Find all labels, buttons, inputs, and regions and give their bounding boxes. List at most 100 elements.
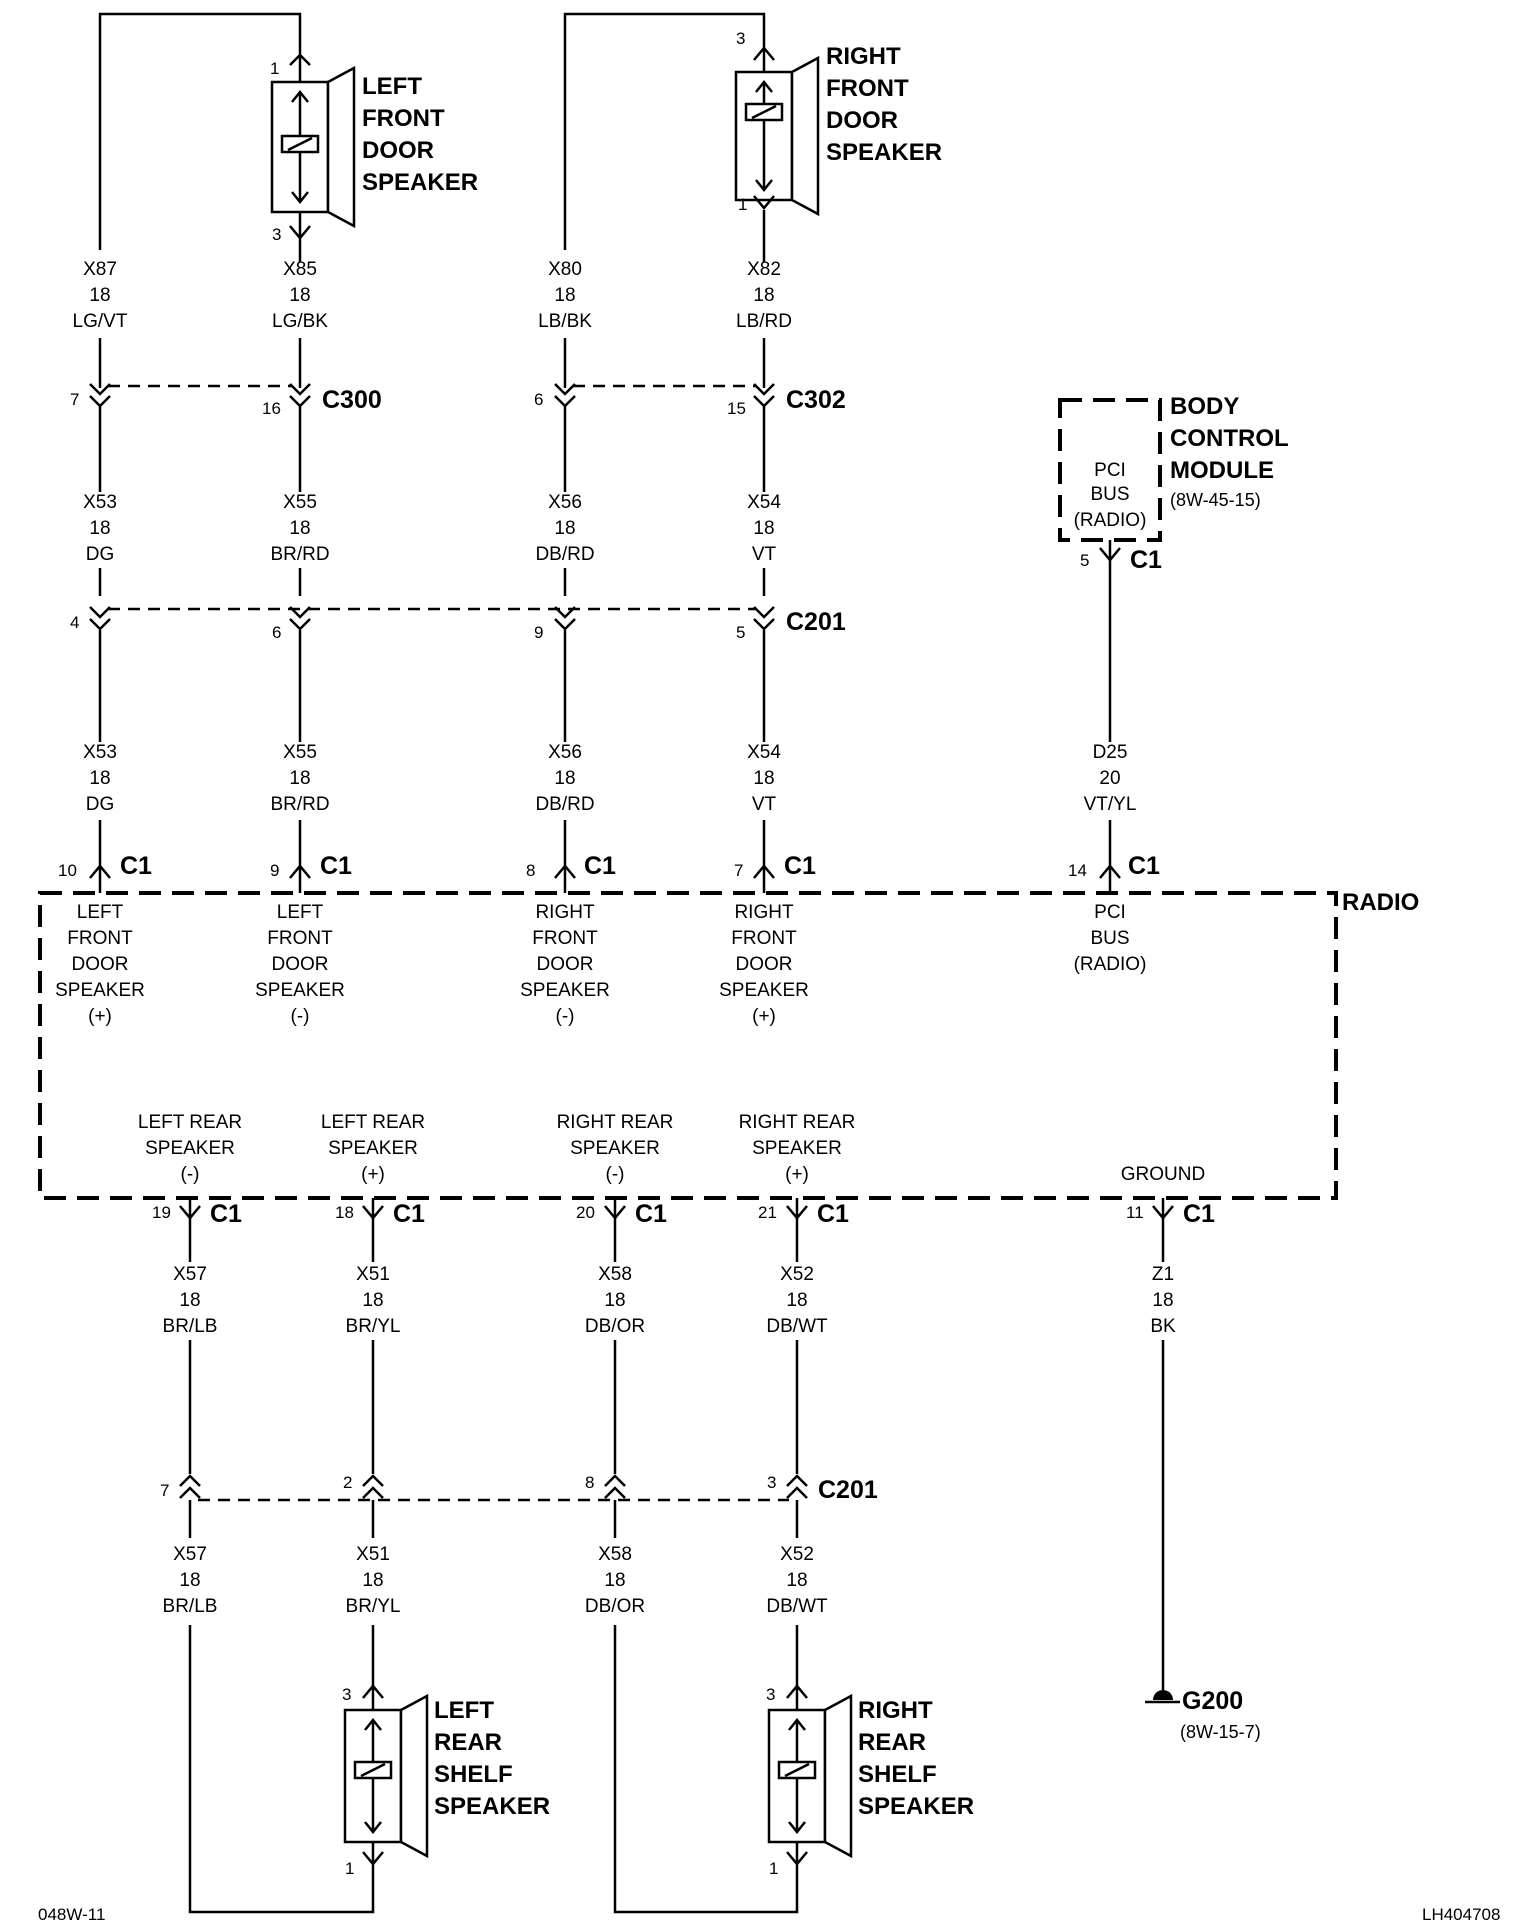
- component-name: MODULE: [1170, 457, 1274, 484]
- pin-number: 1: [738, 195, 747, 214]
- left-front-door-speaker: [270, 53, 356, 240]
- wire-label: 18: [554, 285, 575, 306]
- component-ref: (8W-45-15): [1170, 490, 1261, 510]
- arrow: [291, 89, 309, 205]
- radio-pin-label: (-): [291, 1006, 310, 1027]
- connector-name: C1: [210, 1200, 242, 1228]
- wire-label: X58: [598, 1264, 632, 1285]
- component-name: CONTROL: [1170, 425, 1289, 452]
- wire-label: 18: [179, 1290, 200, 1311]
- pin-number: 1: [769, 1859, 778, 1878]
- pin-number: 3: [342, 1685, 351, 1704]
- radio-pin-label: RIGHT REAR: [557, 1112, 674, 1133]
- radio-pin-label: GROUND: [1121, 1164, 1205, 1185]
- wire-label: Z1: [1152, 1264, 1174, 1285]
- wire-label: VT: [752, 544, 777, 565]
- wire-label: X57: [173, 1544, 207, 1565]
- pin-symbol: [786, 1851, 808, 1866]
- component-name: FRONT: [362, 105, 445, 132]
- pin-number: 7: [734, 861, 743, 880]
- radio-pin-label: SPEAKER: [55, 980, 145, 1001]
- wire-label: X56: [548, 742, 582, 763]
- arrow: [788, 1717, 806, 1835]
- wire-label: BR/LB: [163, 1596, 218, 1617]
- speaker-cone: [823, 1693, 853, 1859]
- wire-label: X85: [283, 259, 317, 280]
- wire-label: BR/LB: [163, 1316, 218, 1337]
- bcm-inner-label: BUS: [1090, 484, 1129, 505]
- radio-pin-label: FRONT: [267, 928, 333, 949]
- wire-label: 18: [786, 1570, 807, 1591]
- radio-pin-label: (-): [181, 1164, 200, 1185]
- wire-label-x82: X82 18 LB/RD: [736, 259, 792, 332]
- wire-label: 18: [1152, 1290, 1173, 1311]
- c300-pin16-symbol: [289, 383, 311, 408]
- component-name: REAR: [858, 1729, 926, 1756]
- pin-number: 10: [58, 861, 77, 880]
- connector-name: C201: [786, 608, 846, 636]
- pin-number: 2: [343, 1473, 352, 1492]
- c201b-pin8-symbol: [604, 1474, 626, 1499]
- wire-x57-loop: [188, 1625, 375, 1914]
- component-name: DOOR: [826, 107, 898, 134]
- c201b-pin2-symbol: [362, 1474, 384, 1499]
- wires: [98, 12, 1165, 1914]
- wire-label: X55: [283, 742, 317, 763]
- connector-name: C1: [817, 1200, 849, 1228]
- wire-label: 18: [554, 518, 575, 539]
- wire-label: 18: [786, 1290, 807, 1311]
- c302-pin15-symbol: [753, 383, 775, 408]
- c201b-pin7-symbol: [179, 1474, 201, 1499]
- component-name: LEFT: [362, 73, 422, 100]
- wire-label: DB/WT: [766, 1316, 828, 1337]
- wire-label: BR/YL: [346, 1316, 401, 1337]
- bcm-box: [1058, 398, 1162, 542]
- wire-label-x56a: X56 18 DB/RD: [535, 492, 594, 565]
- pin-symbol: [289, 225, 311, 240]
- radio-pin-label: DOOR: [272, 954, 329, 975]
- wire-label-d25: D25 20 VT/YL: [1084, 742, 1137, 815]
- radio-label: RADIO: [1342, 889, 1419, 916]
- wire-x87-loop: [98, 12, 302, 250]
- pin-number: 6: [272, 623, 281, 642]
- connector-name: C1: [784, 852, 816, 880]
- connector-name: C300: [322, 386, 382, 414]
- wire-label: LB/RD: [736, 311, 792, 332]
- arrow: [364, 1717, 382, 1835]
- wire-label: X54: [747, 742, 781, 763]
- wire-label: X80: [548, 259, 582, 280]
- component-name: SPEAKER: [362, 169, 478, 196]
- wire-label-x54b: X54 18 VT: [747, 742, 781, 815]
- wire-label: X58: [598, 1544, 632, 1565]
- wire-label-x57a: X57 18 BR/LB: [163, 1264, 218, 1337]
- component-name: RIGHT: [858, 1697, 933, 1724]
- radio-pin-label: (+): [785, 1164, 809, 1185]
- wire-label: 18: [89, 768, 110, 789]
- right-front-door-speaker: [734, 46, 820, 217]
- wire-label: 18: [362, 1570, 383, 1591]
- wire-label-x51b: X51 18 BR/YL: [346, 1544, 401, 1617]
- pin-number: 8: [526, 861, 535, 880]
- radio-pin-label: LEFT REAR: [138, 1112, 242, 1133]
- ground-name: G200: [1182, 1687, 1243, 1715]
- radio-pin-label: SPEAKER: [719, 980, 809, 1001]
- pin-number: 5: [736, 623, 745, 642]
- radio-pin-label: RIGHT: [734, 902, 794, 923]
- radio-pin-label: DOOR: [736, 954, 793, 975]
- component-name: LEFT: [434, 1697, 494, 1724]
- pin-number: 8: [585, 1473, 594, 1492]
- wire-label: 18: [89, 518, 110, 539]
- connector-name: C1: [584, 852, 616, 880]
- wire-label: LG/BK: [272, 311, 328, 332]
- ground-icon: [1153, 1690, 1173, 1700]
- connector-name: C1: [635, 1200, 667, 1228]
- speaker-cone: [790, 55, 820, 217]
- radio-pin-label: SPEAKER: [570, 1138, 660, 1159]
- radio-pin-label: FRONT: [731, 928, 797, 949]
- wire-label: LB/BK: [538, 311, 592, 332]
- pin-number: 6: [534, 390, 543, 409]
- wire-label: BR/RD: [270, 544, 329, 565]
- wire-label: 18: [753, 285, 774, 306]
- pin-number: 11: [1126, 1203, 1144, 1222]
- wire-label: X57: [173, 1264, 207, 1285]
